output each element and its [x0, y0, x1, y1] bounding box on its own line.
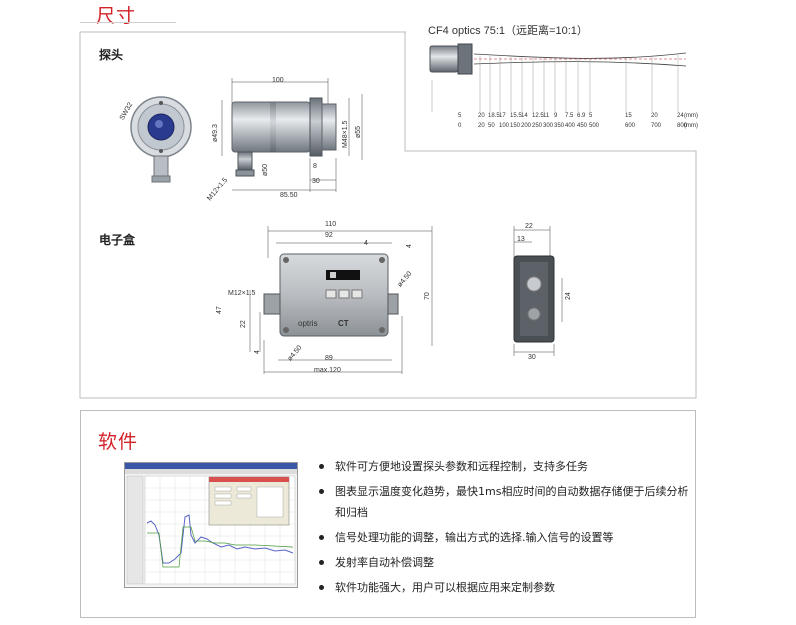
optics-tick-label: 18.5	[488, 113, 500, 119]
optics-tick-label: 200	[521, 123, 532, 129]
dim-side-22: 22	[525, 223, 533, 230]
optics-tick-label: 20	[478, 123, 485, 129]
optics-unit-label: (mm)	[684, 113, 698, 119]
dim-box-4c: 4	[254, 350, 261, 354]
optics-tick-label: 800	[677, 123, 688, 129]
optics-tick-label: 300	[543, 123, 554, 129]
box-label: 电子盒	[99, 233, 136, 247]
dim-side-13: 13	[517, 236, 525, 243]
electronics-box-front	[249, 226, 433, 374]
dim-box-thread: M12×1.5	[228, 290, 256, 297]
optics-unit-label: (mm)	[684, 123, 698, 129]
box-logo-text: optris	[298, 319, 318, 328]
optics-tick-label: 0	[458, 123, 462, 129]
optics-tick-label: 700	[651, 123, 662, 129]
dim-side-30: 30	[528, 354, 536, 361]
box-model-text: CT	[338, 319, 349, 328]
optics-tick-label: 24	[677, 113, 684, 119]
optics-tick-label: 500	[589, 123, 600, 129]
bullet-dot	[319, 535, 324, 540]
software-feature-list: 软件可方便地设置探头参数和远程控制，支持多任务 图表显示温度变化趋势，最快1ms…	[319, 456, 689, 602]
optics-tick-label: 50	[488, 123, 495, 129]
optics-tick-label: 250	[532, 123, 543, 129]
optics-tick-label: 9	[554, 113, 558, 119]
feature-item: 图表显示温度变化趋势，最快1ms相应时间的自动数据存储便于后续分析和归档	[319, 481, 689, 523]
optics-tick-label: 450	[577, 123, 588, 129]
optics-tick-label: 150	[510, 123, 521, 129]
feature-item: 软件可方便地设置探头参数和远程控制，支持多任务	[319, 456, 689, 477]
probe-label: 探头	[99, 48, 124, 62]
dim-probe-100: 100	[272, 77, 284, 84]
feature-item: 软件功能强大，用户可以根据应用来定制参数	[319, 577, 689, 598]
probe-side-view	[221, 78, 363, 192]
optics-diagram	[429, 43, 687, 112]
software-screenshot-graphic	[125, 463, 297, 585]
optics-tick-label: 17	[499, 113, 506, 119]
optics-tick-label: 5	[458, 113, 462, 119]
dim-box-47: 47	[216, 306, 223, 314]
software-screenshot	[124, 462, 298, 588]
optics-tick-label: 5	[589, 113, 593, 119]
dim-probe-dia-493: ø49.3	[212, 124, 219, 142]
optics-tick-label: 12.5	[532, 113, 544, 119]
dim-box-89: 89	[325, 355, 333, 362]
dim-probe-dia-55: ø55	[355, 125, 362, 138]
dimensions-frame	[79, 31, 697, 399]
electronics-box-side	[513, 226, 563, 356]
probe-front-view	[130, 96, 192, 183]
dim-box-4a: 4	[364, 240, 368, 247]
optics-tick-label: 6.9	[577, 113, 586, 119]
feature-item: 发射率自动补偿调整	[319, 552, 689, 573]
optics-tick-label: 15	[625, 113, 632, 119]
dim-probe-thread-m48: M48×1.5	[342, 120, 349, 148]
dim-box-70: 70	[424, 292, 431, 300]
dim-box-max: max.120	[314, 367, 341, 374]
optics-tick-label: 600	[625, 123, 636, 129]
optics-tick-label: 20	[651, 113, 658, 119]
bullet-dot	[319, 489, 324, 494]
dim-side-24: 24	[565, 292, 572, 300]
dim-probe-8550: 85.50	[280, 192, 298, 199]
optics-tick-label: 11	[543, 113, 550, 119]
dim-box-92: 92	[325, 232, 333, 239]
dim-box-4b: 4	[406, 244, 413, 248]
dimensions-title: 尺寸	[96, 5, 137, 27]
optics-tick-label: 400	[565, 123, 576, 129]
dim-box-110: 110	[325, 221, 337, 228]
software-frame	[80, 410, 696, 618]
optics-tick-label: 7.5	[565, 113, 574, 119]
bullet-dot	[319, 560, 324, 565]
optics-tick-label: 100	[499, 123, 510, 129]
dim-probe-dia-50: ø50	[262, 163, 269, 176]
title-underline	[80, 22, 176, 23]
optics-tick-label: 14	[521, 113, 528, 119]
optics-tick-label: 15.5	[510, 113, 522, 119]
feature-item: 信号处理功能的调整，输出方式的选择.输入信号的设置等	[319, 527, 689, 548]
optics-title: CF4 optics 75:1（远距离=10:1）	[428, 25, 588, 37]
dim-probe-8: 8	[313, 163, 317, 170]
optics-tick-label: 350	[554, 123, 565, 129]
bullet-dot	[319, 464, 324, 469]
bullet-dot	[319, 585, 324, 590]
dim-box-22: 22	[240, 320, 247, 328]
dim-probe-30: 30	[312, 178, 320, 185]
optics-tick-label: 20	[478, 113, 485, 119]
software-title: 软件	[98, 431, 139, 453]
